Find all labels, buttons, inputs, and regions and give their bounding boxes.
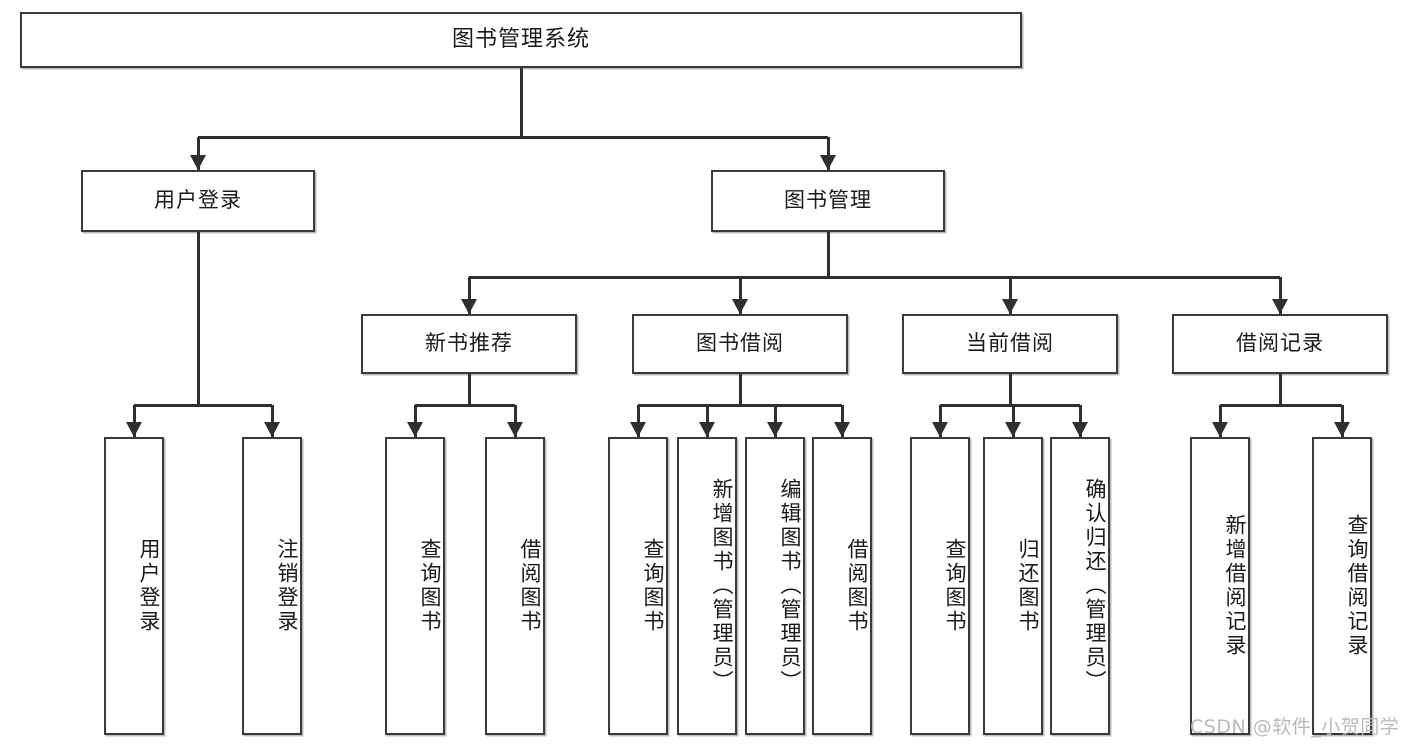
connector-line: [1278, 374, 1282, 405]
arrow-head-icon: [407, 422, 423, 437]
connector-line: [826, 232, 830, 277]
connector-line: [467, 277, 471, 314]
node-label: 借阅记录: [1236, 331, 1324, 356]
connector-line: [132, 405, 136, 437]
node-label: 新增借阅记录: [1223, 514, 1247, 658]
node-level2-用户登录[interactable]: 用户登录: [81, 170, 315, 232]
node-level3-借阅记录[interactable]: 借阅记录: [1172, 314, 1388, 374]
arrow-head-icon: [1272, 299, 1288, 314]
node-label: 查询图书: [943, 538, 967, 634]
connector-line: [196, 137, 200, 170]
connector-line: [826, 137, 830, 170]
connector-line: [415, 403, 515, 407]
connector-line: [196, 232, 200, 405]
node-leaf-查询借阅记录[interactable]: 查询借阅记录: [1312, 437, 1372, 735]
arrow-head-icon: [1212, 422, 1228, 437]
node-label: 图书借阅: [696, 331, 784, 356]
arrow-head-icon: [264, 422, 280, 437]
node-leaf-查询图书[interactable]: 查询图书: [608, 437, 668, 735]
node-label: 用户登录: [137, 538, 161, 634]
connector-line: [1011, 405, 1015, 437]
node-label: 当前借阅: [966, 331, 1054, 356]
connector-line: [413, 405, 417, 437]
node-leaf-编辑图书（管理员）[interactable]: 编辑图书（管理员）: [745, 437, 805, 735]
connector-line: [198, 135, 828, 139]
node-leaf-借阅图书[interactable]: 借阅图书: [485, 437, 545, 735]
arrow-head-icon: [507, 422, 523, 437]
connector-line: [467, 374, 471, 405]
node-label: 注销登录: [275, 538, 299, 634]
arrow-head-icon: [1002, 299, 1018, 314]
node-leaf-确认归还（管理员）[interactable]: 确认归还（管理员）: [1050, 437, 1110, 735]
node-level3-当前借阅[interactable]: 当前借阅: [902, 314, 1118, 374]
node-label: 借阅图书: [518, 538, 542, 634]
node-label: 图书管理系统: [451, 26, 590, 52]
node-label: 编辑图书（管理员）: [778, 478, 802, 694]
node-leaf-查询图书[interactable]: 查询图书: [910, 437, 970, 735]
arrow-head-icon: [1334, 422, 1350, 437]
connector-line: [705, 405, 709, 437]
node-label: 用户登录: [154, 188, 242, 213]
connector-line: [1340, 405, 1344, 437]
node-leaf-注销登录[interactable]: 注销登录: [242, 437, 302, 735]
connector-line: [513, 405, 517, 437]
node-label: 借阅图书: [845, 538, 869, 634]
arrow-head-icon: [932, 422, 948, 437]
arrow-head-icon: [767, 422, 783, 437]
connector-line: [938, 405, 942, 437]
node-leaf-用户登录[interactable]: 用户登录: [104, 437, 164, 735]
node-label: 新书推荐: [425, 331, 513, 356]
connector-line: [738, 277, 742, 314]
arrow-head-icon: [1005, 422, 1021, 437]
node-label: 新增图书（管理员）: [710, 478, 734, 694]
connector-line: [1278, 277, 1282, 314]
connector-line: [638, 403, 842, 407]
arrow-head-icon: [699, 422, 715, 437]
node-leaf-新增图书（管理员）[interactable]: 新增图书（管理员）: [677, 437, 737, 735]
node-level3-图书借阅[interactable]: 图书借阅: [632, 314, 848, 374]
node-leaf-归还图书[interactable]: 归还图书: [983, 437, 1043, 735]
connector-line: [1218, 405, 1222, 437]
connector-line: [134, 403, 272, 407]
node-label: 确认归还（管理员）: [1083, 478, 1107, 694]
node-level2-图书管理[interactable]: 图书管理: [711, 170, 945, 232]
node-leaf-新增借阅记录[interactable]: 新增借阅记录: [1190, 437, 1250, 735]
arrow-head-icon: [126, 422, 142, 437]
arrow-head-icon: [820, 155, 836, 170]
connector-line: [840, 405, 844, 437]
connector-line: [270, 405, 274, 437]
node-label: 归还图书: [1016, 538, 1040, 634]
connector-line: [519, 68, 523, 137]
arrow-head-icon: [190, 155, 206, 170]
csdn-watermark: CSDN @软件_小贺同学: [1190, 716, 1400, 738]
arrow-head-icon: [834, 422, 850, 437]
connector-line: [773, 405, 777, 437]
connector-line: [636, 405, 640, 437]
connector-line: [738, 374, 742, 405]
connector-line: [1220, 403, 1342, 407]
connector-line: [1078, 405, 1082, 437]
node-label: 查询图书: [418, 538, 442, 634]
connector-line: [1008, 374, 1012, 405]
arrow-head-icon: [732, 299, 748, 314]
arrow-head-icon: [1072, 422, 1088, 437]
connector-line: [940, 403, 1080, 407]
node-leaf-查询图书[interactable]: 查询图书: [385, 437, 445, 735]
arrow-head-icon: [461, 299, 477, 314]
node-label: 图书管理: [784, 188, 872, 213]
node-label: 查询借阅记录: [1345, 514, 1369, 658]
node-label: 查询图书: [641, 538, 665, 634]
connector-line: [469, 275, 1280, 279]
node-root-图书管理系统[interactable]: 图书管理系统: [20, 12, 1022, 68]
node-leaf-借阅图书[interactable]: 借阅图书: [812, 437, 872, 735]
node-level3-新书推荐[interactable]: 新书推荐: [361, 314, 577, 374]
arrow-head-icon: [630, 422, 646, 437]
connector-line: [1008, 277, 1012, 314]
